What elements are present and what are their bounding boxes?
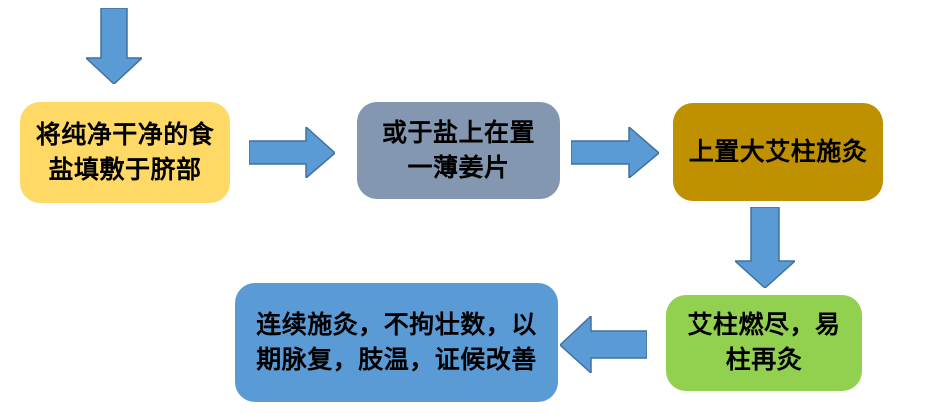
flow-node-step2-label: 或于盐上在置 一薄姜片 [381, 118, 535, 182]
flow-node-step4-replace-cone: 艾柱燃尽，易 柱再灸 [666, 295, 862, 391]
down-arrow-icon [735, 207, 795, 288]
right-arrow-icon [571, 127, 659, 178]
flow-node-step5-label: 连续施灸，不拘壮数，以 期脉复，肢温，证候改善 [256, 310, 537, 374]
flow-node-step1-salt-on-navel: 将纯净干净的食 盐填敷于脐部 [20, 102, 230, 203]
flow-arrow-step3-to-step4 [735, 207, 795, 288]
flow-arrow-step4-to-step5 [560, 316, 647, 373]
flow-node-step2-ginger-slice: 或于盐上在置 一薄姜片 [357, 102, 560, 199]
left-arrow-icon [560, 316, 647, 373]
down-arrow-icon [86, 8, 142, 84]
flow-arrow-entry-down [86, 8, 142, 84]
flow-arrow-step2-to-step3 [571, 127, 659, 178]
flow-node-step1-label: 将纯净干净的食 盐填敷于脐部 [35, 120, 215, 184]
flow-arrow-step1-to-step2 [249, 127, 335, 178]
flow-node-step5-continuous-moxibustion: 连续施灸，不拘壮数，以 期脉复，肢温，证候改善 [235, 283, 558, 402]
flow-node-step3-moxa-cone: 上置大艾柱施灸 [673, 103, 883, 201]
flow-node-step3-label: 上置大艾柱施灸 [688, 137, 868, 166]
right-arrow-icon [249, 127, 335, 178]
flow-node-step4-label: 艾柱燃尽，易 柱再灸 [687, 311, 841, 374]
